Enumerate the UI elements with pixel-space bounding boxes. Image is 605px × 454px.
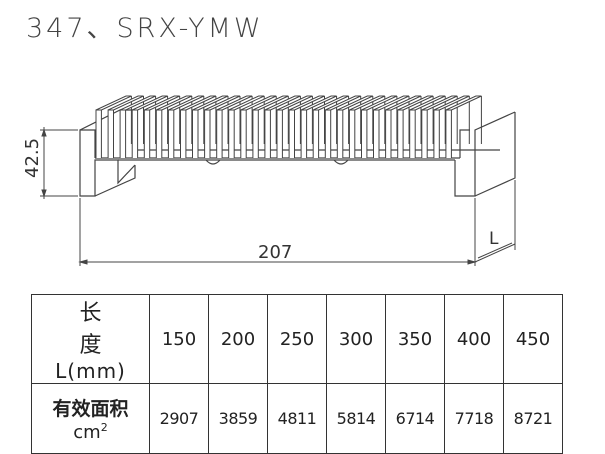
area-row: 有效面积 cm2 2907 3859 4811 5814 6714 7718 8… xyxy=(31,383,563,454)
length-cell: 300 xyxy=(326,294,386,384)
fin xyxy=(216,95,253,158)
fin xyxy=(228,95,265,158)
area-cell: 6714 xyxy=(385,383,445,454)
area-header: 有效面积 cm2 xyxy=(31,383,150,454)
fin xyxy=(433,95,470,158)
area-header-label: 有效面积 xyxy=(52,398,129,420)
area-cell: 7718 xyxy=(444,383,504,454)
spec-table: 长 度 L(mm) 150 200 250 300 350 400 450 有效… xyxy=(31,294,563,454)
page-title: 347、SRX-YMW xyxy=(26,13,264,44)
height-label: 42.5 xyxy=(22,138,43,178)
length-cell: 450 xyxy=(503,294,563,384)
fin xyxy=(312,95,350,158)
length-header-unit: L(mm) xyxy=(55,359,126,383)
area-cell: 4811 xyxy=(267,383,327,454)
fin xyxy=(192,95,229,158)
area-unit-text: cm xyxy=(73,422,101,443)
fin xyxy=(324,95,362,158)
area-unit-sup: 2 xyxy=(100,421,108,434)
length-cell: 250 xyxy=(267,294,327,384)
fin xyxy=(361,95,398,158)
fin xyxy=(288,95,325,158)
length-row: 长 度 L(mm) 150 200 250 300 350 400 450 xyxy=(31,294,563,384)
fin xyxy=(385,95,422,158)
left-leg xyxy=(79,158,136,197)
length-cell: 350 xyxy=(385,294,445,384)
heatsink-drawing: 42.5 207 L xyxy=(22,95,516,266)
fin xyxy=(276,95,313,158)
fin xyxy=(336,95,374,158)
area-cell: 8721 xyxy=(503,383,563,454)
fin xyxy=(373,95,410,158)
fin xyxy=(143,95,181,158)
fin xyxy=(119,95,157,158)
area-header-unit: cm2 xyxy=(32,421,149,443)
fin xyxy=(131,95,169,158)
fin xyxy=(155,95,193,158)
fin xyxy=(397,95,434,158)
area-cell: 2907 xyxy=(149,383,209,454)
length-cell: 200 xyxy=(208,294,268,384)
width-label: 207 xyxy=(258,242,292,263)
fin xyxy=(252,95,289,158)
length-header: 长 度 L(mm) xyxy=(31,294,150,384)
length-label: L xyxy=(489,229,499,249)
area-cell: 5814 xyxy=(326,383,386,454)
right-leg xyxy=(454,111,516,197)
fin xyxy=(264,95,301,158)
fin xyxy=(167,95,205,158)
fin xyxy=(421,95,458,158)
fin xyxy=(204,95,241,158)
fin xyxy=(445,95,482,158)
fin xyxy=(300,95,338,158)
fin xyxy=(95,95,132,158)
fin xyxy=(240,95,277,158)
fin xyxy=(107,95,144,158)
fin xyxy=(409,95,446,158)
fin xyxy=(180,95,217,158)
length-cell: 150 xyxy=(149,294,209,384)
fin xyxy=(348,95,386,158)
length-header-label: 长 度 xyxy=(79,301,120,358)
area-cell: 3859 xyxy=(208,383,268,454)
length-cell: 400 xyxy=(444,294,504,384)
